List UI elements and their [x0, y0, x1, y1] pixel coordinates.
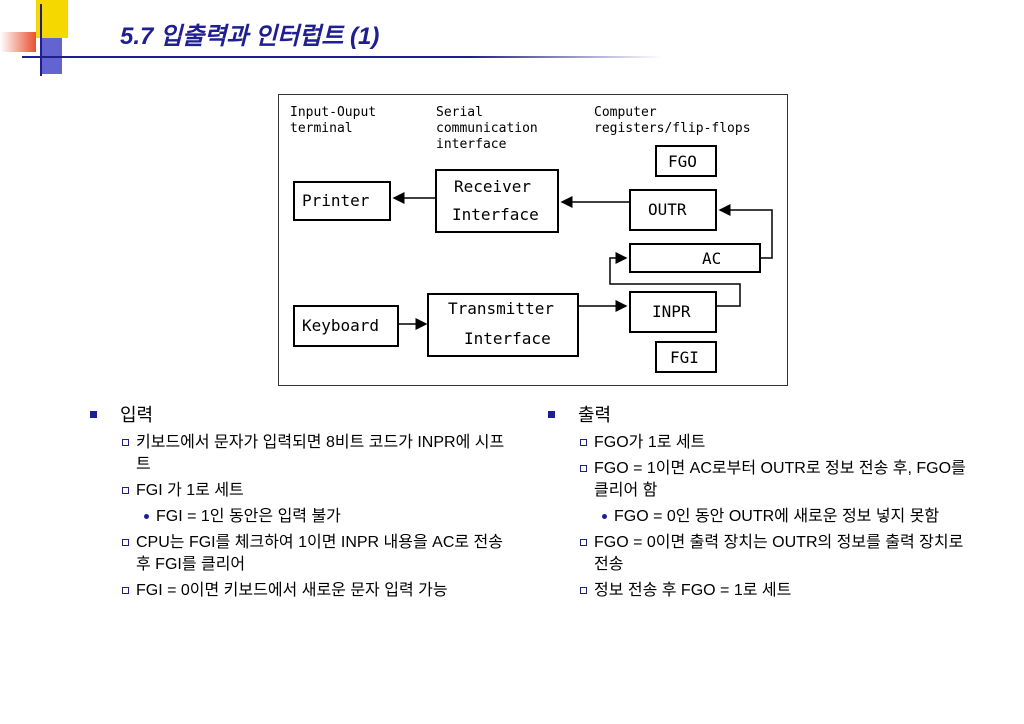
serial-header-line3: interface	[436, 137, 507, 152]
fgi-box: FGI	[655, 341, 717, 373]
hollow-square-bullet-icon	[580, 539, 587, 546]
ac-label: AC	[702, 249, 721, 268]
receiver-label-line1: Receiver	[454, 177, 531, 196]
list-item-text: FGO = 0이면 출력 장치는 OUTR의 정보를 출력 장치로 전송	[594, 534, 964, 573]
receiver-label-line2: Interface	[452, 205, 539, 224]
printer-label: Printer	[302, 191, 370, 210]
hollow-square-bullet-icon	[122, 539, 129, 546]
sub-list-item-text: FGI = 1인 동안은 입력 불가	[156, 508, 341, 525]
io-block-diagram: Input-Ouput terminal Serial communicatio…	[278, 94, 788, 386]
hollow-square-bullet-icon	[122, 439, 129, 446]
list-item: 정보 전송 후 FGO = 1로 세트	[548, 580, 978, 602]
transmitter-label-line1: Transmitter	[448, 299, 554, 318]
sub-list-item: FGO = 0인 동안 OUTR에 새로운 정보 넣지 못함	[548, 506, 978, 528]
serial-header-line1: Serial	[436, 105, 483, 120]
deco-red-square	[0, 32, 36, 52]
input-section: 입력 키보드에서 문자가 입력되면 8비트 코드가 INPR에 시프트 FGI 가…	[90, 402, 510, 602]
receiver-interface-box: Receiver Interface	[435, 169, 559, 233]
transmitter-interface-box: Transmitter Interface	[427, 293, 579, 357]
keyboard-label: Keyboard	[302, 316, 379, 335]
list-item-text: FGO가 1로 세트	[594, 434, 706, 451]
hollow-square-bullet-icon	[580, 587, 587, 594]
list-item: FGO = 0이면 출력 장치는 OUTR의 정보를 출력 장치로 전송	[548, 532, 978, 576]
registers-header-line2: registers/flip-flops	[594, 121, 751, 136]
list-item-text: FGI = 0이면 키보드에서 새로운 문자 입력 가능	[136, 582, 448, 599]
slide-title: 5.7 입출력과 인터럽트 (1)	[120, 23, 380, 50]
input-item-list: 키보드에서 문자가 입력되면 8비트 코드가 INPR에 시프트 FGI 가 1로…	[90, 432, 510, 602]
list-item-text: 정보 전송 후 FGO = 1로 세트	[594, 582, 792, 599]
corner-decoration	[0, 0, 70, 78]
registers-header-line1: Computer	[594, 105, 657, 120]
output-item-list: FGO가 1로 세트 FGO = 1이면 AC로부터 OUTR로 정보 전송 후,…	[548, 432, 978, 602]
fgo-label: FGO	[668, 152, 697, 171]
square-bullet-icon	[548, 411, 555, 418]
inpr-box: INPR	[629, 291, 717, 333]
hollow-square-bullet-icon	[580, 439, 587, 446]
list-item-text: FGO = 1이면 AC로부터 OUTR로 정보 전송 후, FGO를 클리어 …	[594, 460, 966, 499]
sub-list-item-text: FGO = 0인 동안 OUTR에 새로운 정보 넣지 못함	[614, 508, 940, 525]
hollow-square-bullet-icon	[122, 487, 129, 494]
input-heading-text: 입력	[120, 405, 154, 425]
sub-list-item: FGI = 1인 동안은 입력 불가	[90, 506, 510, 528]
input-heading: 입력	[90, 402, 510, 428]
output-section: 출력 FGO가 1로 세트 FGO = 1이면 AC로부터 OUTR로 정보 전송…	[548, 402, 978, 602]
list-item-text: 키보드에서 문자가 입력되면 8비트 코드가 INPR에 시프트	[136, 434, 505, 473]
output-heading-text: 출력	[578, 405, 612, 425]
fgo-box: FGO	[655, 145, 717, 177]
list-item: FGI = 0이면 키보드에서 새로운 문자 입력 가능	[90, 580, 510, 602]
dot-bullet-icon	[144, 514, 149, 519]
inpr-label: INPR	[652, 302, 691, 321]
outr-label: OUTR	[648, 200, 687, 219]
transmitter-label-line2: Interface	[464, 329, 551, 348]
ac-box: AC	[629, 243, 761, 273]
terminal-header-line2: terminal	[290, 121, 353, 136]
list-item: 키보드에서 문자가 입력되면 8비트 코드가 INPR에 시프트	[90, 432, 510, 476]
serial-header-line2: communication	[436, 121, 538, 136]
list-item: CPU는 FGI를 체크하여 1이면 INPR 내용을 AC로 전송 후 FGI…	[90, 532, 510, 576]
arrow-inpr-to-ac	[609, 252, 741, 307]
output-heading: 출력	[548, 402, 978, 428]
arrow-ac-to-outr	[718, 204, 773, 259]
hollow-square-bullet-icon	[122, 587, 129, 594]
keyboard-box: Keyboard	[293, 305, 399, 347]
title-underline	[22, 56, 662, 58]
list-item-text: CPU는 FGI를 체크하여 1이면 INPR 내용을 AC로 전송 후 FGI…	[136, 534, 503, 573]
printer-box: Printer	[293, 181, 391, 221]
list-item-text: FGI 가 1로 세트	[136, 482, 244, 499]
fgi-label: FGI	[670, 348, 699, 367]
deco-vertical-line	[40, 4, 42, 76]
hollow-square-bullet-icon	[580, 465, 587, 472]
list-item: FGO가 1로 세트	[548, 432, 978, 454]
outr-box: OUTR	[629, 189, 717, 231]
list-item: FGO = 1이면 AC로부터 OUTR로 정보 전송 후, FGO를 클리어 …	[548, 458, 978, 502]
terminal-header-line1: Input-Ouput	[290, 105, 376, 120]
list-item: FGI 가 1로 세트	[90, 480, 510, 502]
square-bullet-icon	[90, 411, 97, 418]
dot-bullet-icon	[602, 514, 607, 519]
